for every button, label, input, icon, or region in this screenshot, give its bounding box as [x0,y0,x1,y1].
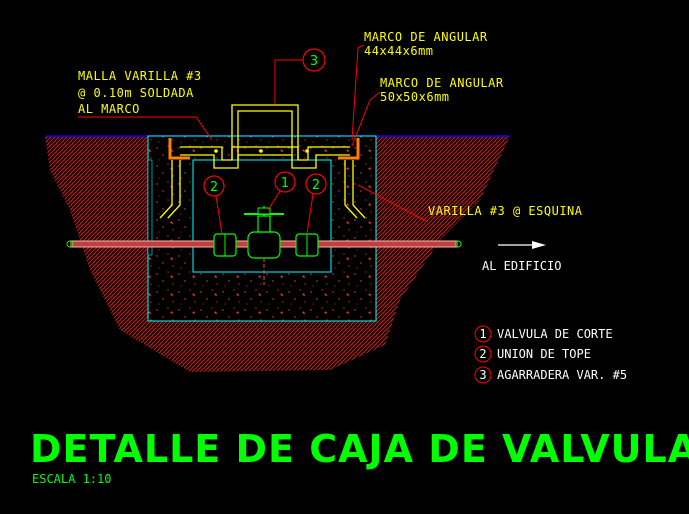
valve-body [247,231,281,259]
legend-2-num: 2 [479,347,486,361]
legend-3-num: 3 [479,368,486,382]
mesh-dot [305,149,309,153]
mesh-dot [259,149,263,153]
marker-2b-num: 2 [312,178,320,193]
flow-arrow-head [532,241,546,249]
callout-marco44-line2: 44x44x6mm [364,44,434,58]
valve-nut [257,207,271,215]
pipe-end-right [454,240,462,248]
marker-2a-num: 2 [210,180,218,195]
pipe-end-left [66,240,74,248]
callout-al-edificio: AL EDIFICIO [482,259,561,273]
marker-3-num: 3 [310,54,318,69]
marker-2b-leader [306,193,314,235]
handle-bar [231,104,299,160]
callout-malla-line3: AL MARCO [78,102,140,116]
callout-malla-leader [78,116,213,141]
marker-2a-circle [203,175,225,197]
legend-3-circle [474,366,492,384]
marker-1-circle [274,171,296,193]
frame-angle-left [168,138,190,160]
callout-malla-line1: MALLA VARILLA #3 [78,69,202,83]
handle-bar-inner [237,110,293,160]
valve-bonnet [257,215,271,233]
callout-marco50-line1: MARCO DE ANGULAR [380,76,504,90]
callout-malla-line2: @ 0.10m SOLDADA [78,86,194,100]
cover-slab [180,146,350,161]
legend-3-label: AGARRADERA VAR. #5 [497,368,627,382]
drawing-scale: ESCALA 1:10 [32,472,111,486]
rebar-corner-right2 [344,160,358,219]
legend-2-circle [474,345,492,363]
callout-varilla-esquina: VARILLA #3 @ ESQUINA [428,204,583,218]
legend-1-circle [474,325,492,343]
callout-marco44-line1: MARCO DE ANGULAR [364,30,488,44]
legend-2-label: UNION DE TOPE [497,347,591,361]
callout-marco44-leader [351,44,365,141]
rebar-corner-right [352,160,366,219]
legend-1-num: 1 [479,327,486,341]
marker-2a-leader [215,195,223,235]
rebar-corner-left2 [167,160,181,219]
drawing-title: DETALLE DE CAJA DE VALVULAS [30,427,689,471]
marker-2b-circle [305,173,327,195]
legend-1-label: VALVULA DE CORTE [497,327,613,341]
box-wall-left [147,159,153,256]
callout-marco50-line2: 50x50x6mm [380,90,450,104]
marker-3-leader [274,59,303,104]
cover-slab-bottom [180,154,350,169]
mesh-dot [214,149,218,153]
marker-1-leader [267,190,281,211]
legend: 1 VALVULA DE CORTE 2 UNION DE TOPE 3 AGA… [474,325,627,384]
marker-1-num: 1 [281,176,289,191]
rebar-corner-left [159,160,173,219]
frame-angle-right [338,138,360,160]
callout-marco50-leader [351,91,381,147]
callout-varilla-leader [357,184,429,223]
